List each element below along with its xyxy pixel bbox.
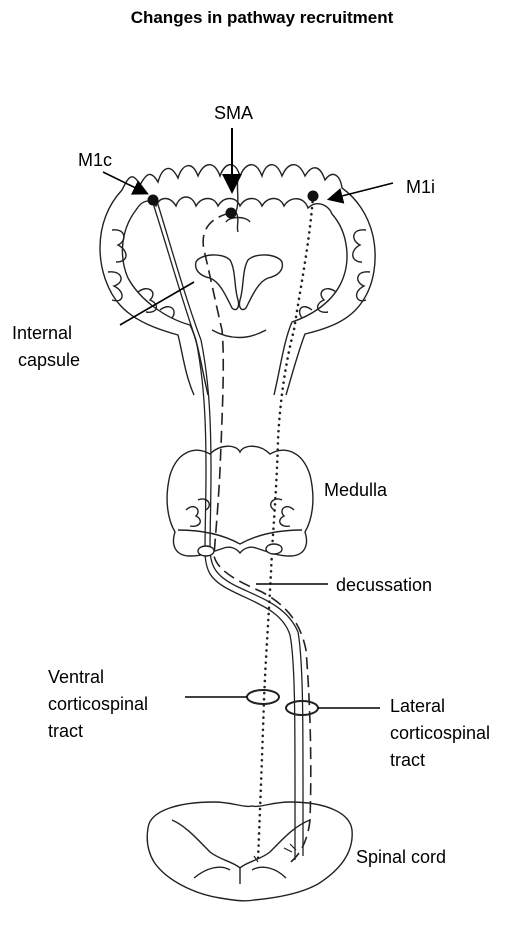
internal-capsule-line	[120, 282, 194, 325]
m1c-dot	[148, 195, 159, 206]
m1i-dot	[308, 191, 319, 202]
medulla-label: Medulla	[324, 480, 388, 500]
pyramid-right	[266, 544, 282, 554]
m1c-label: M1c	[78, 150, 112, 170]
m1i-arrow	[330, 183, 393, 199]
internal-capsule-label-2: capsule	[18, 350, 80, 370]
lateral-label-1: Lateral	[390, 696, 445, 716]
decussation-label: decussation	[336, 575, 432, 595]
m1i-label: M1i	[406, 177, 435, 197]
m1c-pathway	[152, 198, 303, 860]
spinal-cord-section	[147, 802, 352, 901]
ventral-label-1: Ventral	[48, 667, 104, 687]
ventral-label-3: tract	[48, 721, 83, 741]
brain-section	[100, 165, 375, 395]
sma-label: SMA	[214, 103, 253, 123]
lateral-label-3: tract	[390, 750, 425, 770]
medulla-section	[167, 446, 313, 556]
internal-capsule-label-1: Internal	[12, 323, 72, 343]
m1i-pathway	[258, 196, 313, 860]
ventral-tract-ellipse	[247, 690, 279, 704]
spinal-cord-label: Spinal cord	[356, 847, 446, 867]
m1c-arrow	[103, 172, 146, 193]
lateral-label-2: corticospinal	[390, 723, 490, 743]
sma-dot	[226, 208, 237, 219]
pyramid-left	[198, 546, 214, 556]
ventral-label-2: corticospinal	[48, 694, 148, 714]
